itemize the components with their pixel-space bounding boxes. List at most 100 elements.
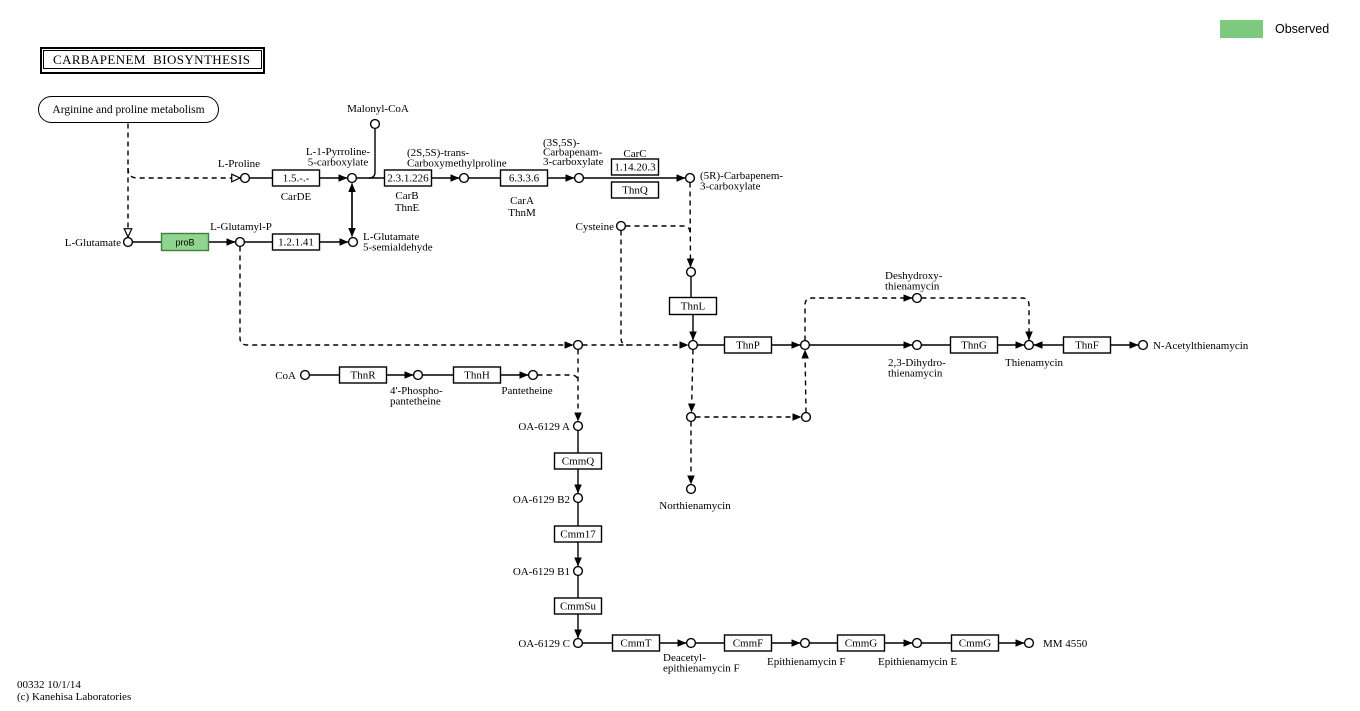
compound-node-deacetyl-epithienamycin-f[interactable] (685, 637, 697, 649)
compound-node-branch-right[interactable] (800, 411, 812, 423)
label-dihydro: 2,3-Dihydro-thienamycin (888, 357, 946, 380)
compound-node-carboxymethylproline[interactable] (458, 172, 470, 184)
enzyme-label: ThnG (961, 340, 987, 352)
compound-node-carbapenem-3-carboxylate[interactable] (684, 172, 696, 184)
enzyme-rect[interactable] (271, 169, 321, 187)
enzyme-box-cmmt[interactable]: CmmT (611, 634, 661, 652)
enzyme-box-thnf[interactable]: ThnF (1062, 336, 1112, 354)
enzyme-box-cmmq[interactable]: CmmQ (553, 452, 603, 470)
enzyme-rect[interactable] (338, 366, 388, 384)
map-link-arginine-proline-metabolism[interactable]: Arginine and proline metabolism (38, 96, 219, 123)
enzyme-box-cmmg-1[interactable]: CmmG (836, 634, 886, 652)
enzyme-rect[interactable] (452, 366, 502, 384)
enzyme-box-ec-1-5[interactable]: 1.5.-.- (271, 169, 321, 187)
enzyme-rect[interactable] (1062, 336, 1112, 354)
compound-node-pyrroline-5-carboxylate[interactable] (346, 172, 358, 184)
compound-node-hub-left[interactable] (572, 339, 584, 351)
compound-node-pantetheine[interactable] (527, 369, 539, 381)
compound-node-cysteine[interactable] (615, 220, 627, 232)
compound-node-pre-thnl[interactable] (685, 266, 697, 278)
enzyme-rect[interactable] (950, 634, 1000, 652)
enzyme-rect[interactable] (553, 452, 603, 470)
enzyme-label: CmmG (845, 638, 877, 650)
label-oa-b2: OA-6129 B2 (513, 494, 570, 506)
map-footer: 00332 10/1/14 (c) Kanehisa Laboratories (17, 679, 131, 703)
label-oa-b1: OA-6129 B1 (513, 566, 570, 578)
compound-node-mm-4550[interactable] (1023, 637, 1035, 649)
compound-node-oa-6129-b1[interactable] (572, 565, 584, 577)
enzyme-rect[interactable] (610, 181, 660, 199)
enzyme-label: ThnH (464, 370, 490, 382)
enzyme-rect[interactable] (836, 634, 886, 652)
enzyme-label: Cmm17 (560, 529, 596, 541)
edge (368, 128, 376, 179)
enzyme-rect[interactable] (611, 634, 661, 652)
label-carde: CarDE (281, 191, 312, 203)
edge (804, 294, 913, 341)
enzyme-rect[interactable] (160, 232, 210, 252)
enzyme-rect[interactable] (723, 634, 773, 652)
enzyme-box-cmm17[interactable]: Cmm17 (553, 525, 603, 543)
label-oa-c: OA-6129 C (518, 638, 570, 650)
compound-node-l-glutamyl-p[interactable] (234, 236, 246, 248)
label-l-glutamate: L-Glutamate (65, 237, 121, 249)
compound-node-coa[interactable] (299, 369, 311, 381)
compound-node-carbapenam-3-carboxylate[interactable] (573, 172, 585, 184)
enzyme-rect[interactable] (949, 336, 999, 354)
enzyme-label: 1.2.1.41 (278, 237, 314, 249)
label-carbapenem-5r: (5R)-Carbapenem-3-carboxylate (700, 170, 783, 193)
pathway-title: CARBAPENEM BIOSYNTHESIS (53, 51, 251, 67)
enzyme-rect[interactable] (668, 296, 718, 316)
legend-observed: Observed (1220, 20, 1329, 38)
enzyme-box-thnr[interactable]: ThnR (338, 366, 388, 384)
compound-node-hub-mid[interactable] (687, 339, 699, 351)
enzyme-box-ec-1-14-20-3[interactable]: 1.14.20.3 (610, 158, 660, 176)
enzyme-rect[interactable] (610, 158, 660, 176)
compound-node-epithienamycin-f[interactable] (799, 637, 811, 649)
compound-node-n-acetylthienamycin[interactable] (1137, 339, 1149, 351)
enzyme-box-thnh[interactable]: ThnH (452, 366, 502, 384)
compound-node-l-proline[interactable] (239, 172, 251, 184)
label-epi-f: Epithienamycin F (767, 656, 846, 668)
label-epi-e: Epithienamycin E (878, 656, 957, 668)
edge (620, 230, 629, 346)
enzyme-box-ec-2-3-1-226[interactable]: 2.3.1.226 (383, 169, 433, 187)
enzyme-box-thnq[interactable]: ThnQ (610, 181, 660, 199)
enzyme-box-ec-1-2-1-41[interactable]: 1.2.1.41 (271, 233, 321, 251)
label-oa-a: OA-6129 A (518, 421, 570, 433)
compound-node-malonyl-coa[interactable] (369, 118, 381, 130)
enzyme-box-cmmsu[interactable]: CmmSu (553, 597, 603, 615)
enzyme-box-cmmg-2[interactable]: CmmG (950, 634, 1000, 652)
enzyme-rect[interactable] (553, 597, 603, 615)
compound-node-deshydroxy-thienamycin[interactable] (911, 292, 923, 304)
compound-node-hub-right[interactable] (799, 339, 811, 351)
enzyme-box-thnp[interactable]: ThnP (723, 336, 773, 354)
compound-node-oa-6129-c[interactable] (572, 637, 584, 649)
enzyme-rect[interactable] (723, 336, 773, 354)
compound-node-glutamate-5-semialdehyde[interactable] (347, 236, 359, 248)
enzyme-box-thng[interactable]: ThnG (949, 336, 999, 354)
compound-node-northienamycin[interactable] (685, 483, 697, 495)
label-n-acetyl: N-Acetylthienamycin (1153, 340, 1249, 352)
compound-node-phosphopantetheine[interactable] (412, 369, 424, 381)
label-trans-cmp: (2S,5S)-trans-Carboxymethylproline (407, 147, 507, 170)
compound-node-branch-mid[interactable] (685, 411, 697, 423)
compound-node-dihydro-thienamycin[interactable] (911, 339, 923, 351)
compound-node-oa-6129-a[interactable] (572, 420, 584, 432)
enzyme-box-cmmf[interactable]: CmmF (723, 634, 773, 652)
enzyme-rect[interactable] (553, 525, 603, 543)
enzyme-rect[interactable] (383, 169, 433, 187)
enzyme-rect[interactable] (499, 169, 549, 187)
compound-node-thienamycin[interactable] (1023, 339, 1035, 351)
enzyme-box-thnl[interactable]: ThnL (668, 296, 718, 316)
compound-node-epithienamycin-e[interactable] (911, 637, 923, 649)
enzyme-rect[interactable] (271, 233, 321, 251)
enzyme-box-ec-6-3-3-6[interactable]: 6.3.3.6 (499, 169, 549, 187)
enzyme-box-prob[interactable]: proB (160, 232, 210, 252)
edge (801, 349, 809, 413)
enzyme-label: CmmQ (562, 456, 594, 468)
compound-node-l-glutamate[interactable] (122, 236, 134, 248)
compound-node-oa-6129-b2[interactable] (572, 492, 584, 504)
